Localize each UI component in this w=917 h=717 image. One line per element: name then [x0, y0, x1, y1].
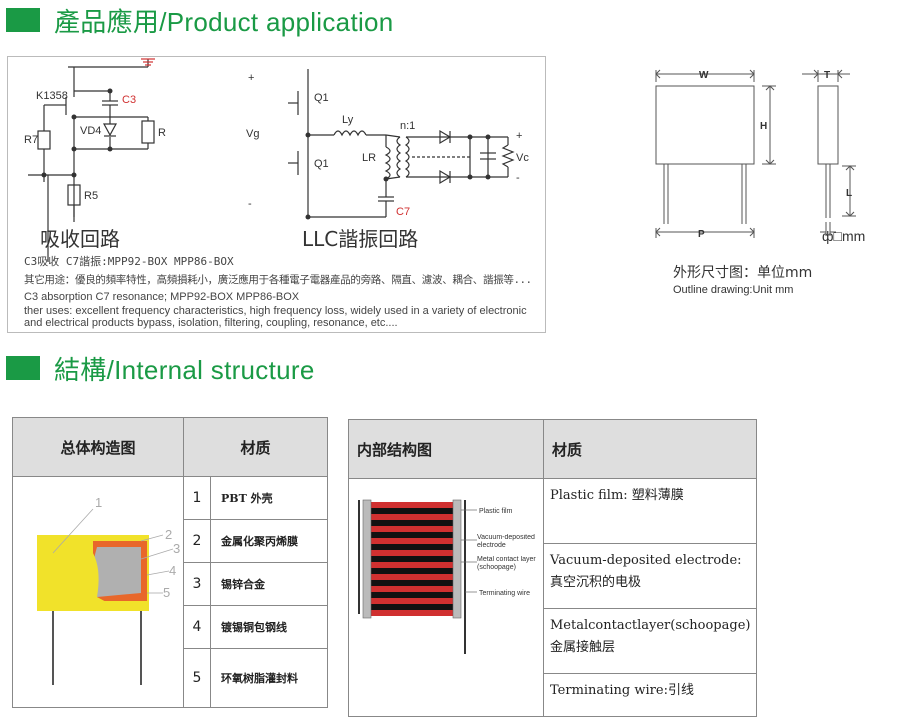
dim-l-label: L: [846, 188, 852, 199]
material-cell: Metalcontactlayer(schoopage) 金属接触层: [542, 608, 758, 674]
minus-sign: -: [516, 172, 520, 184]
table1-header-left: 总体构造图: [12, 417, 184, 477]
table1-header-right: 材质: [183, 417, 328, 477]
material-cell: PBT 外壳: [210, 476, 328, 520]
material-cell: 金属化聚丙烯膜: [210, 519, 328, 563]
section-title: 結構/Internal structure: [54, 354, 315, 385]
header-square-icon: [6, 356, 40, 380]
header-square-icon: [6, 8, 40, 32]
callout-plastic-film: Plastic film: [479, 508, 513, 515]
row-number: 2: [183, 519, 211, 563]
callout-metal-contact: Metal contact layer (schoopage): [477, 555, 536, 571]
section-header-structure: 結構/Internal structure: [0, 350, 315, 386]
cap-structure-drawing: 1 2 3 4 5: [12, 476, 184, 708]
part-label: Vg: [246, 128, 259, 140]
internal-structure-drawing: Plastic film Vacuum-deposited electrode …: [348, 478, 544, 717]
callout-3: 3: [173, 541, 180, 556]
part-label: Q1: [314, 158, 329, 170]
svg-text:K1358: K1358: [36, 90, 68, 102]
material-cell: Plastic film: 塑料薄膜: [542, 478, 758, 544]
row-number: 1: [183, 476, 211, 520]
plus-sign: +: [516, 130, 522, 142]
material-cell: Vacuum-deposited electrode: 真空沉积的电极: [542, 543, 758, 609]
plus-sign: +: [248, 72, 254, 84]
outline-drawing: W T H L P ф□mm: [655, 69, 865, 244]
svg-text:R7: R7: [24, 134, 38, 146]
app-text-cn2: 其它用途：優良的頻率特性，高頻損耗小，廣泛應用于各種電子電器產品的旁路、隔直、濾…: [24, 274, 532, 286]
part-label: Vc: [516, 152, 529, 164]
part-label: Ly: [342, 114, 354, 126]
part-label: C7: [396, 206, 410, 218]
film-layers-diagram: Plastic film Vacuum-deposited electrode …: [358, 499, 536, 654]
part-label: LR: [362, 152, 376, 164]
callout-4: 4: [169, 563, 176, 578]
row-number: 4: [183, 605, 211, 649]
circuit-diagrams: K1358 C3 R7 VD4 R R5: [24, 58, 529, 262]
row-number: 5: [183, 648, 211, 708]
callout-electrode: Vacuum-deposited electrode: [477, 533, 535, 549]
outline-caption-cn: 外形尺寸图：单位mm: [673, 265, 813, 281]
dim-p-label: P: [698, 229, 705, 240]
app-text-en1: C3 absorption C7 resonance; MPP92-BOX MP…: [24, 291, 300, 303]
minus-sign: -: [248, 198, 252, 210]
callout-1: 1: [95, 495, 102, 510]
dim-d-label: ф□mm: [822, 228, 865, 244]
section-header-application: 產品應用/Product application: [0, 2, 394, 38]
app-text-cn1: C3吸收 C7諧振:MPP92-BOX MPP86-BOX: [24, 255, 234, 268]
capacitor-cross-section: 1 2 3 4 5: [37, 495, 180, 685]
part-label: Q1: [314, 92, 329, 104]
part-label: n:1: [400, 120, 415, 132]
svg-text:R: R: [158, 127, 166, 139]
app-text-en2: ther uses: excellent frequency character…: [24, 305, 527, 317]
svg-text:R5: R5: [84, 190, 98, 202]
material-cell: 环氧树脂灌封料: [210, 648, 328, 708]
svg-text:C3: C3: [122, 94, 136, 106]
section-title: 產品應用/Product application: [54, 6, 394, 37]
material-cell: 镀锡铜包钢线: [210, 605, 328, 649]
circuit1-label: 吸收回路: [40, 227, 120, 251]
callout-2: 2: [165, 527, 172, 542]
table2-header-left: 内部结构图: [348, 419, 544, 479]
dim-h-label: H: [760, 121, 767, 132]
app-text-en3: and electrical products bypass, isolatio…: [24, 317, 398, 329]
material-cell: 锡锌合金: [210, 562, 328, 606]
structure-table-1: 总体构造图 材质 1 2 3 4: [12, 417, 328, 708]
dim-t-label: T: [824, 70, 830, 81]
outline-caption-en: Outline drawing:Unit mm: [673, 284, 794, 296]
dim-w-label: W: [699, 70, 709, 81]
callout-terminating-wire: Terminating wire: [479, 590, 530, 597]
structure-table-2: 内部结构图 材质: [348, 419, 758, 717]
callout-5: 5: [163, 585, 170, 600]
svg-text:VD4: VD4: [80, 125, 101, 137]
application-panel: K1358 C3 R7 VD4 R R5: [7, 56, 546, 333]
row-number: 3: [183, 562, 211, 606]
table2-header-right: 材质: [542, 419, 758, 479]
circuit2-label: LLC諧振回路: [302, 227, 419, 251]
material-cell: Terminating wire:引线: [542, 673, 758, 717]
